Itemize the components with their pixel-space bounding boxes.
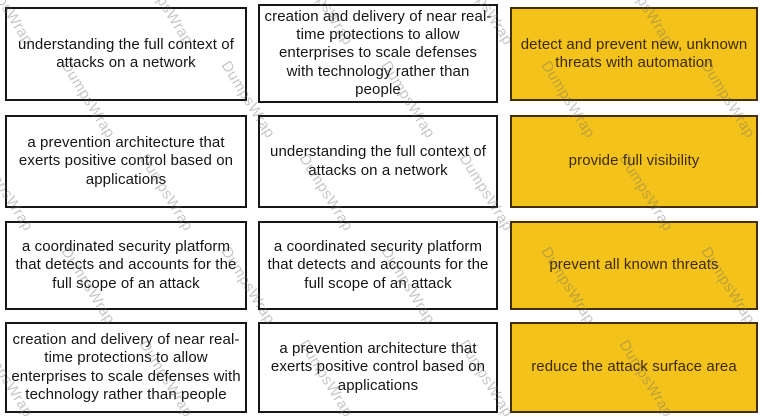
answer-box-row3[interactable]: prevent all known threats xyxy=(510,221,758,310)
match-item-left-row4[interactable]: creation and delivery of near real-time … xyxy=(5,322,247,413)
match-item-middle-row4[interactable]: a prevention architecture that exerts po… xyxy=(258,322,498,413)
answer-box-row2[interactable]: provide full visibility xyxy=(510,115,758,208)
match-item-middle-row2[interactable]: understanding the full context of attack… xyxy=(258,115,498,208)
match-item-middle-row3[interactable]: a coordinated security platform that det… xyxy=(258,221,498,310)
answer-label: detect and prevent new, unknown threats … xyxy=(520,35,748,71)
match-item-left-row2[interactable]: a prevention architecture that exerts po… xyxy=(5,115,247,208)
match-item-left-row1[interactable]: understanding the full context of attack… xyxy=(5,7,247,101)
match-item-label: a coordinated security platform that det… xyxy=(267,238,489,292)
answer-box-row4[interactable]: reduce the attack surface area xyxy=(510,322,758,413)
match-item-label: a coordinated security platform that det… xyxy=(15,238,237,292)
match-item-label: creation and delivery of near real-time … xyxy=(264,7,492,98)
match-item-label: understanding the full context of attack… xyxy=(18,35,234,71)
answer-label: prevent all known threats xyxy=(549,256,719,274)
match-item-left-row3[interactable]: a coordinated security platform that det… xyxy=(5,221,247,310)
match-item-label: a prevention architecture that exerts po… xyxy=(270,340,486,394)
match-item-label: creation and delivery of near real-time … xyxy=(11,330,241,403)
match-item-middle-row1[interactable]: creation and delivery of near real-time … xyxy=(258,4,498,103)
answer-label: reduce the attack surface area xyxy=(531,358,737,376)
match-item-label: understanding the full context of attack… xyxy=(270,143,486,179)
answer-label: provide full visibility xyxy=(568,152,700,170)
match-item-label: a prevention architecture that exerts po… xyxy=(18,134,234,188)
answer-box-row1[interactable]: detect and prevent new, unknown threats … xyxy=(510,7,758,101)
